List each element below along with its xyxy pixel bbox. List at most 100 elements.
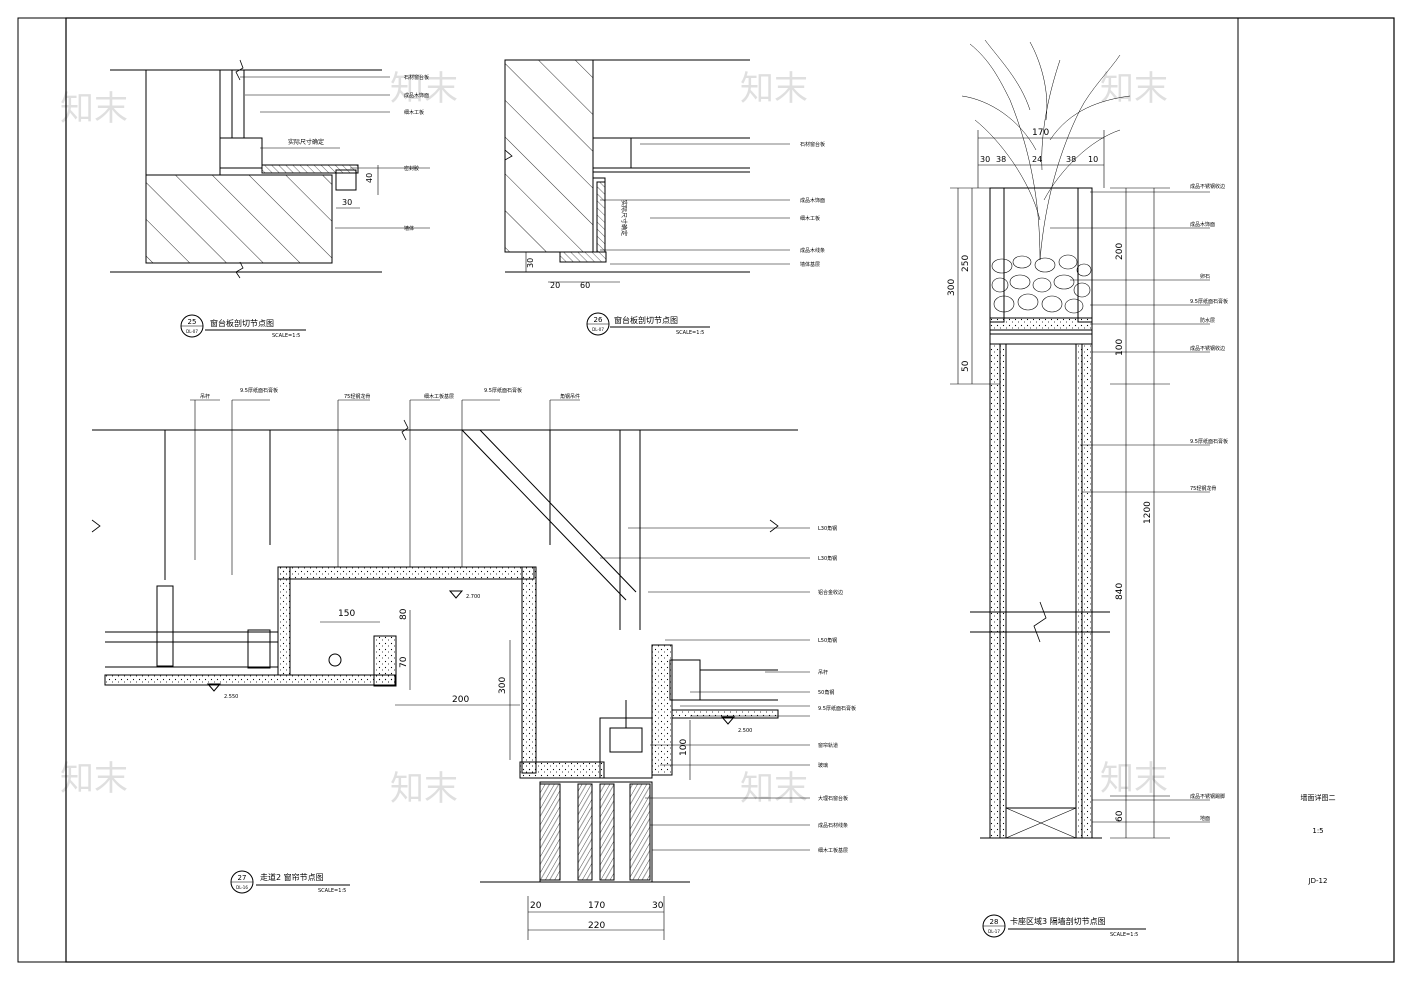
d28-badge-number: 28 (990, 918, 999, 926)
d28-annotation: 75轻钢龙骨 (1190, 485, 1216, 492)
d28-annotation: 9.5厚纸面石膏板 (1190, 438, 1228, 445)
d27-annotation: 50角钢 (818, 689, 834, 696)
d27-annotation: 9.5厚纸面石膏板 (240, 387, 278, 394)
d28-dim: 200 (1115, 243, 1125, 260)
d28-dim: 250 (961, 255, 971, 272)
d25-annotation: 墙体 (404, 225, 414, 232)
d28-dim: 38 (996, 155, 1006, 164)
d27-annotation: L50角钢 (818, 637, 837, 644)
detail-27-title: 27 DL-16 走道2 窗帘节点图 SCALE=1:5 (230, 870, 350, 894)
d27-dim: 150 (338, 609, 355, 619)
watermark: 知末 (390, 769, 458, 809)
watermarks: 知末 知末 知末 知末 知末 知末 知末 知末 (60, 69, 1168, 809)
d27-level: 2.500 (738, 728, 752, 734)
d26-annotation: 石材窗台板 (800, 141, 825, 148)
watermark: 知末 (390, 69, 458, 109)
d27-annotation: L30角钢 (818, 525, 837, 532)
d27-dim: 70 (399, 656, 409, 668)
d27-dim: 20 (530, 901, 542, 911)
detail-25-labels: 石材窗台板 成品木饰面 细木工板 实际尺寸确定 密封胶 墙体 40 30 (288, 74, 429, 232)
detail-26-title: 26 DL-07 窗台板剖切节点图 SCALE=1:5 (586, 312, 710, 336)
d25-annotation: 细木工板 (404, 109, 424, 116)
d27-annotation: L30角钢 (818, 555, 837, 562)
d27-dim: 170 (588, 901, 605, 911)
d26-badge-ref: DL-07 (592, 327, 604, 332)
d28-scale: SCALE=1:5 (1110, 932, 1138, 938)
d27-annotation: 角钢吊件 (560, 393, 580, 400)
d28-dim: 840 (1115, 583, 1125, 600)
d27-annotation: 吊杆 (200, 393, 210, 400)
detail-27-labels: 吊杆 9.5厚纸面石膏板 75轻钢龙骨 细木工板基层 9.5厚纸面石膏板 角钢吊… (200, 387, 856, 931)
d28-dim: 300 (947, 279, 957, 296)
watermark: 知末 (60, 89, 128, 129)
d27-dim: 80 (399, 608, 409, 620)
d25-title: 窗台板剖切节点图 (210, 318, 274, 328)
d27-dim: 30 (652, 901, 664, 911)
detail-25 (110, 59, 430, 279)
d28-dim: 1200 (1143, 501, 1153, 524)
d25-scale: SCALE=1:5 (272, 333, 300, 339)
d25-annotation: 成品木饰面 (404, 92, 429, 99)
d25-annotation: 实际尺寸确定 (288, 138, 324, 146)
d25-badge-number: 25 (188, 318, 197, 326)
d27-dim: 100 (679, 739, 689, 756)
watermark: 知末 (60, 759, 128, 799)
detail-25-title: 25 DL-07 窗台板剖切节点图 SCALE=1:5 (180, 314, 306, 339)
d28-annotation: 卵石 (1200, 273, 1210, 280)
d27-annotation: 成品石材线条 (818, 822, 848, 829)
d26-annotation: 墙体基层 (800, 261, 820, 268)
d28-dim: 100 (1115, 339, 1125, 356)
d26-badge-number: 26 (594, 316, 603, 324)
d27-annotation: 9.5厚纸面石膏板 (484, 387, 522, 394)
d26-annotation: 细木工板 (800, 215, 820, 222)
detail-27 (91, 399, 810, 940)
title-block-sheet-name: 墙面详图二 (1301, 793, 1336, 802)
d28-badge-ref: DL-17 (988, 929, 1000, 934)
d25-annotation: 密封胶 (404, 165, 419, 172)
d28-annotation: 防水层 (1200, 317, 1215, 324)
d28-dim: 170 (1032, 128, 1049, 138)
detail-28 (950, 39, 1210, 839)
title-block-sheet-number: JD-12 (1308, 877, 1328, 885)
watermark: 知末 (1100, 69, 1168, 109)
d28-annotation: 成品不锈钢踢脚 (1190, 793, 1225, 800)
d28-title: 卡座区域3 隔墙剖切节点图 (1010, 916, 1106, 926)
d27-dim: 220 (588, 921, 605, 931)
d27-title: 走道2 窗帘节点图 (260, 872, 324, 882)
d27-badge-number: 27 (238, 874, 247, 882)
d27-scale: SCALE=1:5 (318, 888, 346, 894)
d26-dim: 30 (526, 258, 535, 268)
d27-annotation: 玻璃 (818, 762, 828, 769)
d28-dim: 50 (961, 360, 971, 372)
d25-dim: 40 (365, 173, 374, 183)
d26-dim: 60 (580, 281, 590, 290)
sheet-border (17, 17, 1395, 963)
d27-annotation: 铝合金收边 (818, 589, 843, 596)
d28-annotation: 成品不锈钢收边 (1190, 345, 1225, 352)
d28-dim: 10 (1088, 155, 1098, 164)
plant-illustration (961, 39, 1131, 261)
d26-annotation: 成品木线条 (800, 247, 825, 254)
d28-annotation: 地面 (1200, 815, 1210, 822)
detail-26 (504, 59, 790, 283)
watermark: 知末 (740, 69, 808, 109)
d25-annotation: 石材窗台板 (404, 74, 429, 81)
d26-title: 窗台板剖切节点图 (614, 315, 678, 325)
d28-dim: 30 (980, 155, 990, 164)
d27-annotation: 大理石窗台板 (818, 795, 848, 802)
detail-28-labels: 成品不锈钢收边 成品木饰面 卵石 9.5厚纸面石膏板 防水层 成品不锈钢收边 9… (947, 128, 1228, 822)
d28-dim: 38 (1066, 155, 1076, 164)
d25-badge-ref: DL-07 (186, 329, 198, 334)
d27-annotation: 9.5厚纸面石膏板 (818, 705, 856, 712)
d28-dim: 24 (1032, 155, 1042, 164)
title-block: 墙面详图二 1:5 JD-12 (1301, 793, 1336, 885)
d27-annotation: 细木工板基层 (424, 393, 454, 400)
d27-annotation: 窗帘轨道 (818, 742, 838, 749)
d28-annotation: 成品木饰面 (1190, 221, 1215, 228)
d27-annotation: 吊杆 (818, 669, 828, 676)
d26-dim: 20 (550, 281, 560, 290)
d27-annotation: 细木工板基层 (818, 847, 848, 854)
d27-dim: 200 (452, 695, 469, 705)
d27-badge-ref: DL-16 (236, 885, 248, 890)
